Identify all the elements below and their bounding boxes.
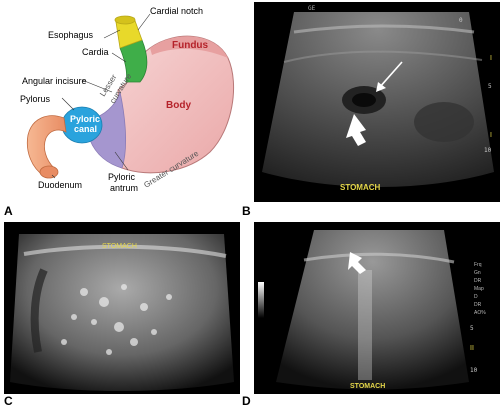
depth-mark-10-d: 10	[470, 367, 478, 374]
svg-text:DR: DR	[474, 278, 482, 284]
settings-readout: Frq Gn DR Map D DR AO%	[474, 262, 486, 316]
gray-scale-bar	[258, 282, 264, 318]
depth-mark-10: 10	[484, 147, 492, 154]
svg-text:D: D	[474, 294, 478, 300]
focus-marker-d: II	[470, 345, 474, 352]
panel-letter-d: D	[242, 394, 251, 408]
panel-a-anatomy: Esophagus Cardial notch Cardia Fundus An…	[0, 0, 240, 202]
svg-text:DR: DR	[474, 302, 482, 308]
focus-marker-top: I	[490, 55, 492, 62]
label-esophagus: Esophagus	[48, 30, 94, 40]
depth-mark-0: 0	[459, 17, 463, 24]
label-fundus: Fundus	[172, 40, 209, 51]
ultrasound-b-image: 0 5 10 I I GE STOMACH	[262, 5, 494, 192]
label-angular-incisure: Angular incisure	[22, 76, 87, 86]
panel-c-ultrasound: STOMACH	[4, 222, 240, 394]
svg-text:Gn: Gn	[474, 270, 481, 276]
label-body: Body	[166, 100, 191, 111]
thick-arrow	[346, 114, 366, 146]
thin-arrow	[378, 61, 403, 89]
us-c-speckle	[61, 284, 172, 355]
label-pylorus: Pylorus	[20, 94, 51, 104]
label-pyloric-antrum-1: Pyloric	[108, 172, 136, 182]
panel-b-ultrasound: 0 5 10 I I GE STOMACH	[254, 2, 500, 202]
label-pyloric-antrum-2: antrum	[110, 183, 138, 193]
us-c-sector	[10, 234, 234, 391]
panel-letter-b: B	[242, 204, 251, 218]
us-d-sector	[276, 230, 469, 390]
label-pyloric: Pyloric	[70, 114, 100, 124]
focus-marker-bottom: I	[490, 132, 492, 139]
caption-stomach-d: STOMACH	[350, 383, 385, 390]
label-canal: canal	[74, 124, 97, 134]
esophagus-opening	[114, 15, 136, 25]
ultrasound-c-image: STOMACH	[10, 234, 234, 391]
thick-arrow-d	[348, 252, 366, 274]
label-duodenum: Duodenum	[38, 180, 82, 190]
svg-text:Map: Map	[474, 286, 484, 292]
caption-stomach-b: STOMACH	[340, 183, 381, 192]
ge-logo: GE	[308, 5, 316, 12]
label-cardial-notch: Cardial notch	[150, 6, 203, 16]
depth-mark-5: 5	[488, 83, 492, 90]
panel-letter-c: C	[4, 394, 13, 408]
caption-stomach-c: STOMACH	[102, 243, 137, 250]
stomach-diagram: Esophagus Cardial notch Cardia Fundus An…	[20, 6, 234, 193]
duodenum-end	[39, 165, 59, 179]
panel-d-ultrasound: Frq Gn DR Map D DR AO% 5 10 II STOMACH	[254, 222, 500, 394]
fundus-shape	[150, 36, 228, 58]
svg-text:AO%: AO%	[474, 310, 486, 316]
leader-lines	[51, 13, 151, 179]
ultrasound-d-image: Frq Gn DR Map D DR AO% 5 10 II STOMACH	[258, 230, 486, 390]
panel-letter-a: A	[4, 204, 13, 218]
svg-text:Frq: Frq	[474, 262, 482, 268]
pyloric-antrum-shape	[89, 91, 127, 169]
cardia-shape	[119, 39, 148, 83]
label-cardia: Cardia	[82, 47, 109, 57]
depth-mark-5-d: 5	[470, 325, 474, 332]
